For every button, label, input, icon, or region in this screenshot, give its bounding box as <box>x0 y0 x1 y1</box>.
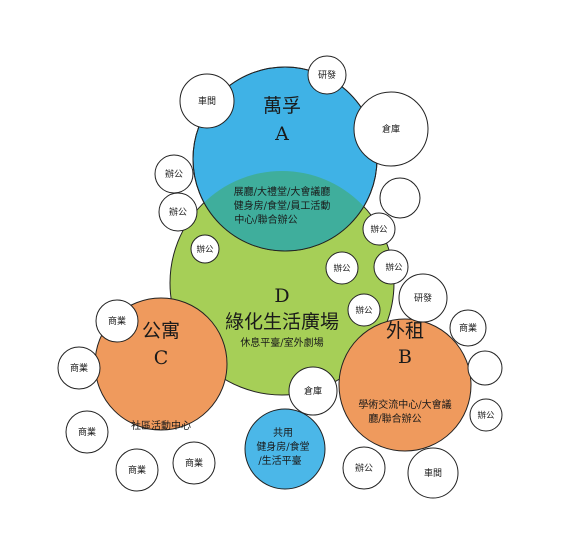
tag-yanfa-b: 研發 <box>414 292 432 304</box>
shared-title: 共用 <box>273 427 293 439</box>
tag-circle-cangku-a <box>353 91 429 167</box>
zone-a-desc-line-1: 展廳/大禮堂/大會議廳 <box>234 185 331 198</box>
tag-circle-bangong-b2 <box>342 446 386 490</box>
tag-circle-shangye-c4 <box>115 448 159 492</box>
tag-circle-extra-b <box>467 350 503 386</box>
tag-circle-shangye-c2 <box>57 346 101 390</box>
tag-bangong-a1: 辦公 <box>165 168 183 180</box>
zone-a-desc-line-2: 健身房/食堂/員工活動 <box>234 199 331 212</box>
zone-b-name: 外租 <box>386 320 424 342</box>
tag-cangku-a: 倉庫 <box>382 123 400 135</box>
tag-circle-bangong-b1 <box>469 398 503 432</box>
zone-c-name: 公寓 <box>142 320 180 342</box>
tag-circle-shangye-c3 <box>65 410 109 454</box>
tag-yanfa-a: 研發 <box>318 69 336 81</box>
shared-desc-line-2: /生活平臺 <box>258 454 301 467</box>
tag-circle-shangye-c5 <box>172 441 216 485</box>
tag-circle-cheijian-a <box>179 73 235 129</box>
tag-cheijian-a: 車間 <box>198 95 216 107</box>
zone-a-name: 萬孚 <box>263 95 301 117</box>
zone-b-desc-line-2: 廳/聯合辦公 <box>368 412 421 425</box>
tag-circle-bangong-d1 <box>190 234 220 264</box>
tag-shangye-c1: 商業 <box>108 315 126 327</box>
tag-circle-extra-a <box>379 177 421 219</box>
zone-a-letter: A <box>274 123 289 145</box>
tag-shangye-c4: 商業 <box>128 464 146 476</box>
tag-circle-yanfa-b <box>398 273 448 323</box>
zone-b-desc-line-1: 學術交流中心/大會議 <box>358 398 451 411</box>
zone-d-desc: 休息平臺/室外劇場 <box>240 336 323 349</box>
tag-circle-cangku-b <box>288 366 338 416</box>
tag-bangong-b2: 辦公 <box>355 462 373 474</box>
zone-b-letter: B <box>398 346 412 368</box>
zone-a-desc-line-3: 中心/聯合辦公 <box>234 213 297 226</box>
zone-c-desc: 社區活動中心 <box>131 419 191 432</box>
tag-cheijian-b: 車間 <box>424 467 442 479</box>
tag-bangong-d5: 辦公 <box>355 305 373 316</box>
tag-circle-bangong-d5 <box>347 293 381 327</box>
tag-bangong-a2: 辦公 <box>169 206 187 218</box>
tag-circle-bangong-d2 <box>362 212 396 246</box>
shared-desc-line-1: 健身房/食堂 <box>256 440 309 453</box>
tag-bangong-b1: 辦公 <box>477 410 495 421</box>
tag-bangong-d2: 辦公 <box>370 224 388 235</box>
tag-bangong-d1: 辦公 <box>196 244 214 255</box>
tag-circle-shangye-b <box>449 309 487 347</box>
shared-circle <box>244 408 326 490</box>
tag-circle-yanfa-a <box>307 55 347 95</box>
tag-circle-bangong-d4 <box>373 249 409 285</box>
zone-d-name: 綠化生活廣場 <box>225 311 339 333</box>
zone-b-circle <box>338 318 472 452</box>
tag-circle-bangong-d3 <box>325 251 359 285</box>
tag-shangye-c3: 商業 <box>78 426 96 438</box>
zone-c-letter: C <box>154 347 169 369</box>
tag-circle-cheijian-b <box>407 447 459 499</box>
zone-ad-overlap <box>193 171 377 251</box>
tag-bangong-d4: 辦公 <box>385 262 403 273</box>
tag-circle-bangong-a2 <box>158 192 198 232</box>
tag-shangye-c5: 商業 <box>185 457 203 469</box>
tag-shangye-b: 商業 <box>459 322 477 334</box>
tag-shangye-c2: 商業 <box>70 362 88 374</box>
tag-cangku-b: 倉庫 <box>304 385 322 397</box>
tag-circle-shangye-c1 <box>95 299 139 343</box>
zone-d-letter: D <box>274 285 289 307</box>
tag-bangong-d3: 辦公 <box>333 263 351 274</box>
